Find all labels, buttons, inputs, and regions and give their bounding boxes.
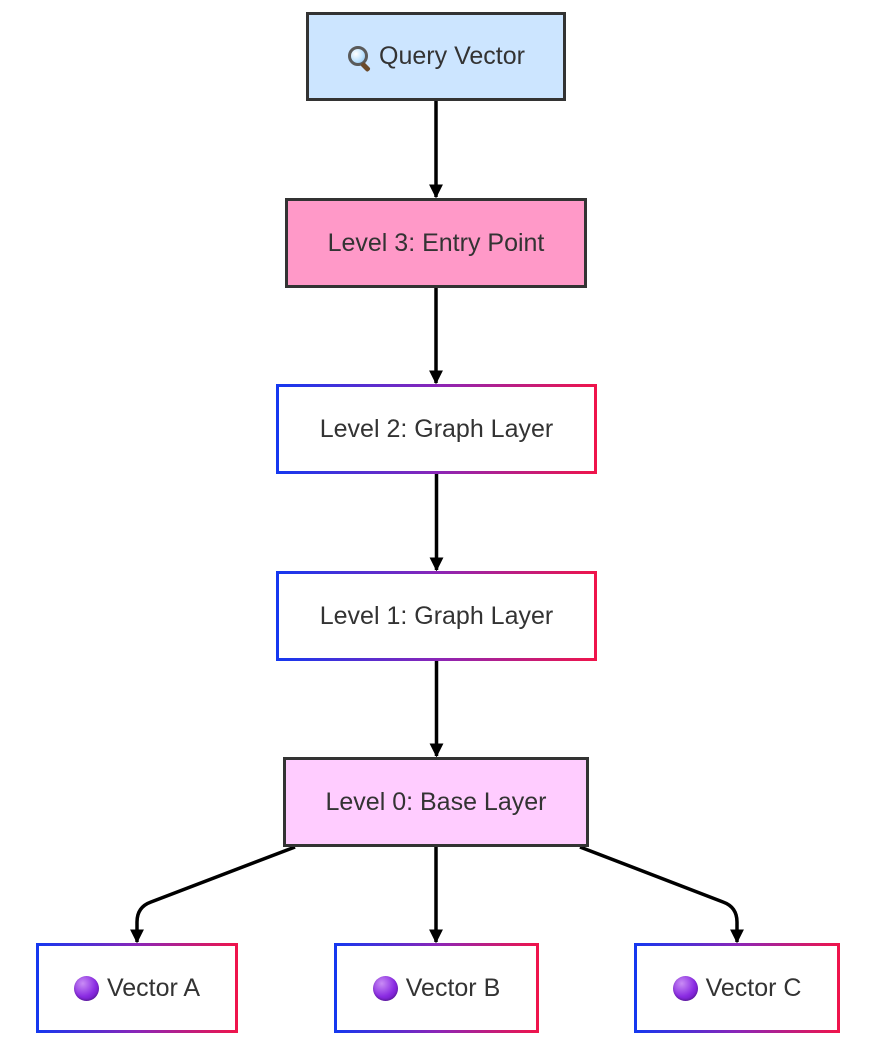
purple-circle-icon [672, 975, 698, 1001]
magnifier-icon [347, 45, 371, 72]
vector-a-label: Vector A [106, 973, 201, 1002]
level-1-graph-layer-node: Level 1: Graph Layer [276, 571, 597, 661]
vector-b-node: Vector B [334, 943, 539, 1033]
level-1-label: Level 1: Graph Layer [319, 601, 554, 630]
vector-c-node: Vector C [634, 943, 840, 1033]
level-2-graph-layer-node: Level 2: Graph Layer [276, 384, 597, 474]
vector-c-label: Vector C [705, 973, 802, 1002]
vector-a-node: Vector A [36, 943, 238, 1033]
level-0-label: Level 0: Base Layer [325, 787, 547, 816]
level-0-base-layer-node: Level 0: Base Layer [283, 757, 589, 847]
purple-circle-icon [372, 975, 398, 1001]
edge-level0-to-vector_a [130, 845, 296, 944]
edge-level0-to-vector_c [579, 845, 744, 944]
vector-b-label: Vector B [405, 973, 501, 1002]
level-2-label: Level 2: Graph Layer [319, 414, 554, 443]
level-3-entry-point-node: Level 3: Entry Point [285, 198, 587, 288]
purple-circle-icon [73, 975, 99, 1001]
level-3-label: Level 3: Entry Point [327, 228, 545, 257]
query-vector-label: Query Vector [379, 42, 525, 70]
query-vector-node: Query Vector [306, 12, 566, 101]
